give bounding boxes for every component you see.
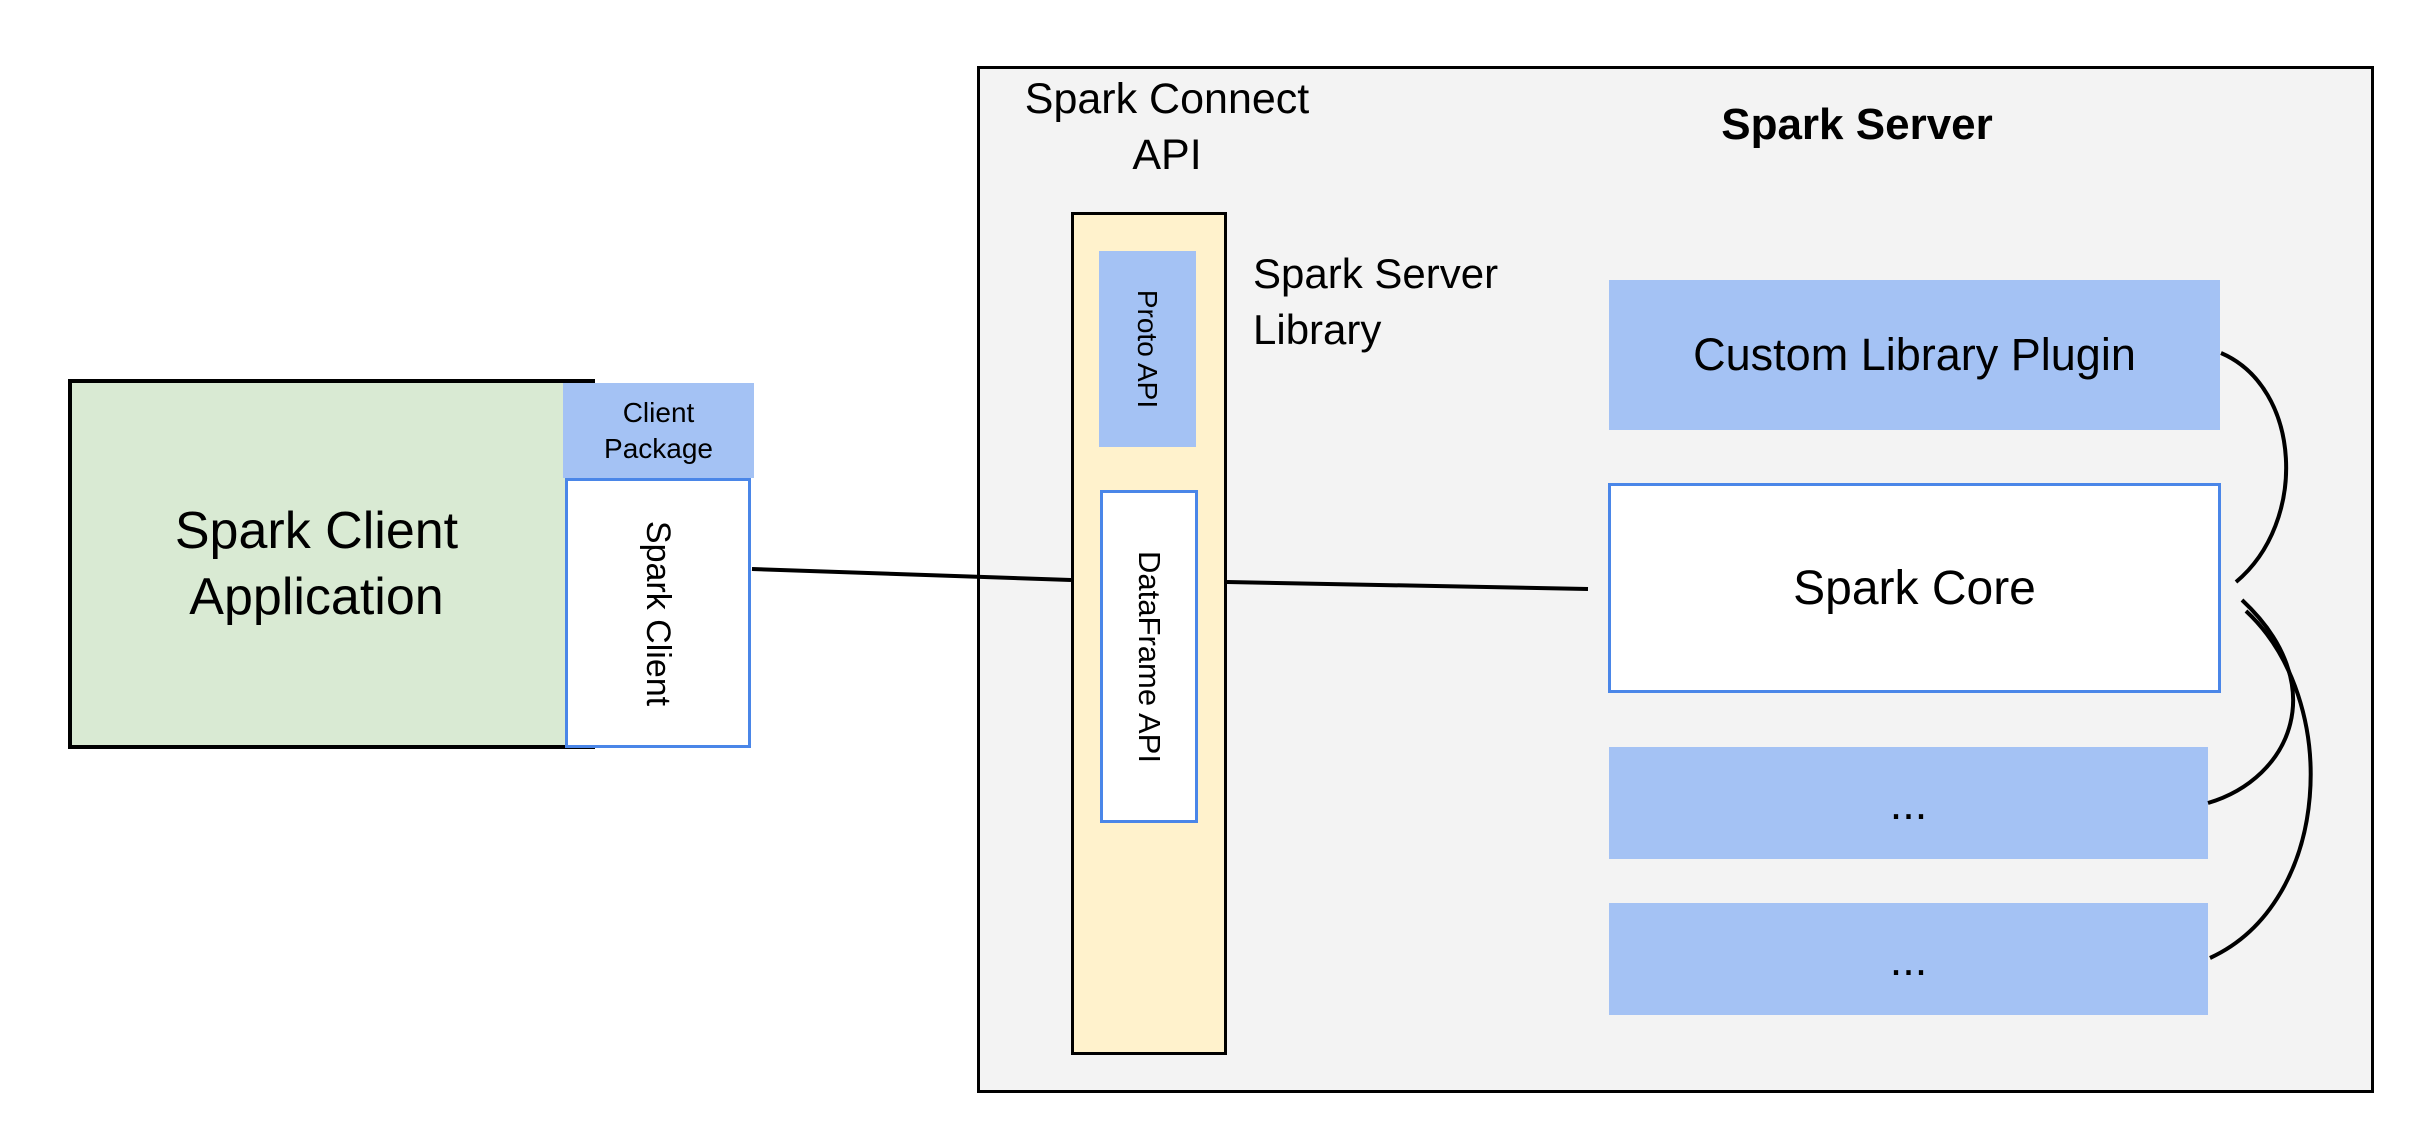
- client-package-label: Client Package: [604, 397, 713, 464]
- spark-client-application-label: Spark Client Application: [174, 501, 459, 626]
- plugin-placeholder-box-1: ...: [1609, 747, 2208, 859]
- spark-client-label: Spark Client: [639, 520, 678, 706]
- custom-library-plugin-label: Custom Library Plugin: [1693, 329, 2136, 380]
- spark-connect-api-label: Spark Connect API: [1024, 75, 1310, 179]
- plugin-placeholder-box-2: ...: [1609, 903, 2208, 1015]
- plugin-placeholder-1-label: ...: [1889, 777, 1928, 829]
- client-package-box: Client Package: [563, 383, 754, 478]
- dataframe-api-box: DataFrame API: [1100, 490, 1198, 823]
- spark-server-library-label: Spark Server Library: [1253, 250, 1499, 353]
- spark-server-title: Spark Server: [1721, 100, 1993, 149]
- dataframe-api-label: DataFrame API: [1132, 550, 1168, 763]
- custom-library-plugin-box: Custom Library Plugin: [1609, 280, 2220, 430]
- spark-core-box: Spark Core: [1608, 483, 2221, 693]
- spark-core-label: Spark Core: [1793, 561, 2036, 615]
- spark-client-box: Spark Client: [565, 478, 751, 748]
- proto-api-box: Proto API: [1099, 251, 1196, 447]
- plugin-placeholder-2-label: ...: [1889, 933, 1928, 985]
- proto-api-label: Proto API: [1132, 289, 1164, 409]
- spark-client-application-box: Spark Client Application: [68, 379, 595, 749]
